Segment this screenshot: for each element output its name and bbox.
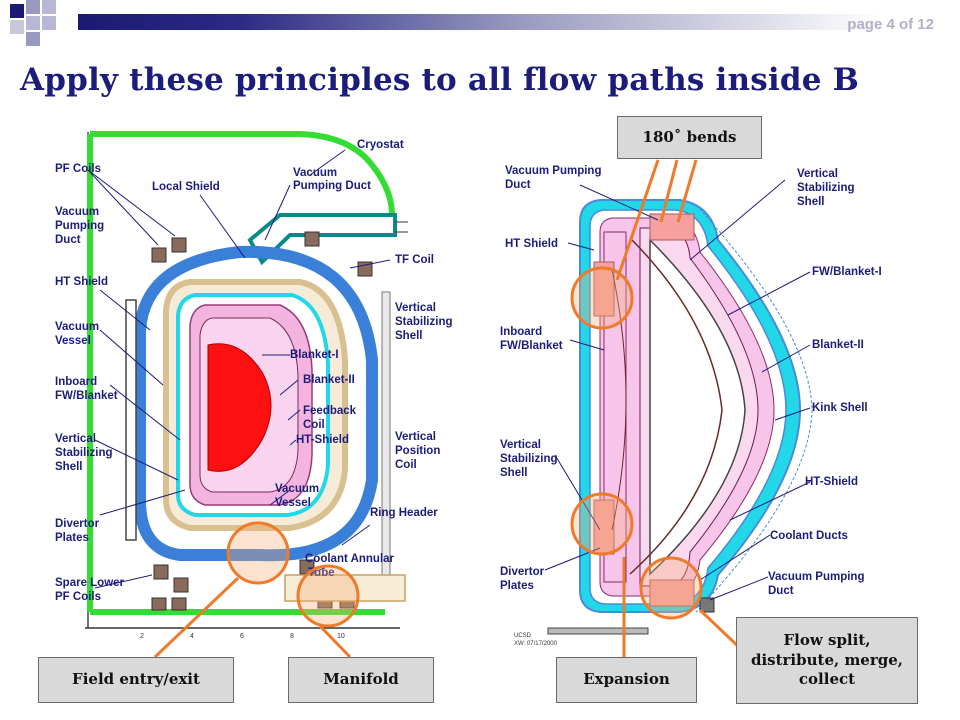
- highlight-field-entry: [226, 521, 290, 585]
- label-cryostat: Cryostat: [357, 139, 404, 151]
- label-ht-shield: HT Shield: [505, 238, 558, 250]
- label-vertical-stabilizing-shell: Shell: [395, 330, 422, 342]
- label-divertor-plates: Plates: [500, 580, 534, 592]
- corner-squares-decoration: [0, 0, 80, 60]
- label-vacuum-vessel-inner: Vacuum: [275, 483, 319, 495]
- callout-highlights: [153, 159, 744, 659]
- label-vertical-stabilizing-shell-lower: Shell: [500, 467, 527, 479]
- label-vertical-stabilizing-shell-lower: Vertical: [500, 439, 541, 451]
- label-ucsd-date: XW: 07/17/2000: [514, 641, 558, 647]
- label-pf-coils: PF Coils: [55, 163, 101, 175]
- diagram-canvas: 2 4 6 8 10 Cryostat PF Coils Local Shiel…: [55, 131, 882, 659]
- label-vertical-stabilizing-shell: Stabilizing: [797, 182, 855, 194]
- left-tokamak-diagram: 2 4 6 8 10 Cryostat PF Coils Local Shiel…: [55, 131, 453, 640]
- callout-field-entry-exit: Field entry/exit: [38, 657, 234, 703]
- label-divertor-plates: Plates: [55, 532, 89, 544]
- label-coolant-annular-tube: Coolant Annular: [305, 553, 395, 565]
- label-vacuum-pumping-duct: Vacuum Pumping: [505, 165, 602, 177]
- label-vacuum-vessel: Vacuum: [55, 321, 99, 333]
- axis-tick: 2: [140, 633, 144, 640]
- label-vertical-position-coil: Vertical: [395, 431, 436, 443]
- label-ht-shield-2: HT-Shield: [296, 434, 349, 446]
- header-gradient-bar: [78, 14, 882, 30]
- callout-expansion: Expansion: [556, 657, 697, 703]
- label-vertical-position-coil: Position: [395, 445, 440, 457]
- callout-180-bends: 180˚ bends: [617, 116, 762, 159]
- label-inboard-fw-blanket: FW/Blanket: [500, 340, 563, 352]
- label-inboard-fw-blanket: Inboard: [500, 326, 542, 338]
- axis-tick: 8: [290, 633, 294, 640]
- label-ht-shield-2: HT-Shield: [805, 476, 858, 488]
- label-coolant-ducts: Coolant Ducts: [770, 530, 848, 542]
- label-spare-lower-pf-coils: Spare Lower: [55, 577, 125, 589]
- label-vacuum-pumping-duct-bottom: Duct: [768, 585, 794, 597]
- label-inboard-fw-blanket: Inboard: [55, 376, 97, 388]
- callout-manifold: Manifold: [288, 657, 434, 703]
- label-blanket-1: Blanket-I: [290, 349, 339, 361]
- label-vacuum-pumping-duct-bottom: Vacuum Pumping: [768, 571, 865, 583]
- label-vertical-stabilizing-shell: Stabilizing: [395, 316, 453, 328]
- label-vertical-stabilizing-shell: Vertical: [395, 302, 436, 314]
- label-vertical-position-coil: Coil: [395, 459, 417, 471]
- label-vertical-stabilizing-shell-left: Vertical: [55, 433, 96, 445]
- right-blanket-diagram: Vacuum Pumping Duct HT Shield Vertical S…: [500, 165, 882, 647]
- label-feedback-coil: Coil: [303, 419, 325, 431]
- label-vacuum-vessel: Vessel: [55, 335, 91, 347]
- label-divertor-plates: Divertor: [500, 566, 545, 578]
- label-vacuum-pumping-duct: Vacuum: [293, 167, 337, 179]
- label-vertical-stabilizing-shell: Shell: [797, 196, 824, 208]
- axis-tick: 4: [190, 633, 194, 640]
- label-ht-shield: HT Shield: [55, 276, 108, 288]
- label-ring-header: Ring Header: [370, 507, 438, 519]
- label-vacuum-duct: Pumping: [55, 220, 104, 232]
- callout-flow-split: Flow split, distribute, merge, collect: [736, 617, 918, 704]
- vacuum-vessel-shell: [134, 245, 378, 562]
- highlight-manifold: [296, 564, 360, 628]
- label-kink-shell: Kink Shell: [812, 402, 868, 414]
- highlight-bend-upper: [570, 266, 634, 330]
- plasma-core: [207, 343, 272, 472]
- label-vacuum-duct: Vacuum: [55, 206, 99, 218]
- label-vertical-stabilizing-shell-lower: Stabilizing: [500, 453, 558, 465]
- label-fw-blanket-1: FW/Blanket-I: [812, 266, 882, 278]
- highlight-flow-split: [639, 556, 703, 620]
- label-ucsd: UCSD: [514, 633, 532, 639]
- label-inboard-fw-blanket: FW/Blanket: [55, 390, 118, 402]
- label-vacuum-duct: Duct: [55, 234, 81, 246]
- slide-title: Apply these principles to all flow paths…: [20, 62, 860, 98]
- axis-tick: 10: [337, 633, 345, 640]
- label-blanket-2: Blanket-II: [812, 339, 864, 351]
- label-vacuum-pumping-duct: Pumping Duct: [293, 180, 371, 192]
- label-feedback-coil: Feedback: [303, 405, 357, 417]
- label-vacuum-vessel-inner: Vessel: [275, 497, 311, 509]
- label-tf-coil: TF Coil: [395, 254, 434, 266]
- highlight-expansion: [570, 492, 634, 556]
- label-vacuum-pumping-duct: Duct: [505, 179, 531, 191]
- label-local-shield: Local Shield: [152, 181, 220, 193]
- label-divertor-plates: Divertor: [55, 518, 100, 530]
- cryostat-outline: [90, 131, 395, 216]
- label-vertical-stabilizing-shell-left: Stabilizing: [55, 447, 113, 459]
- axis-tick: 6: [240, 633, 244, 640]
- label-vertical-stabilizing-shell: Vertical: [797, 168, 838, 180]
- label-spare-lower-pf-coils: PF Coils: [55, 591, 101, 603]
- label-blanket-2: Blanket-II: [303, 374, 355, 386]
- label-vertical-stabilizing-shell-left: Shell: [55, 461, 82, 473]
- page-number: page 4 of 12: [847, 16, 934, 33]
